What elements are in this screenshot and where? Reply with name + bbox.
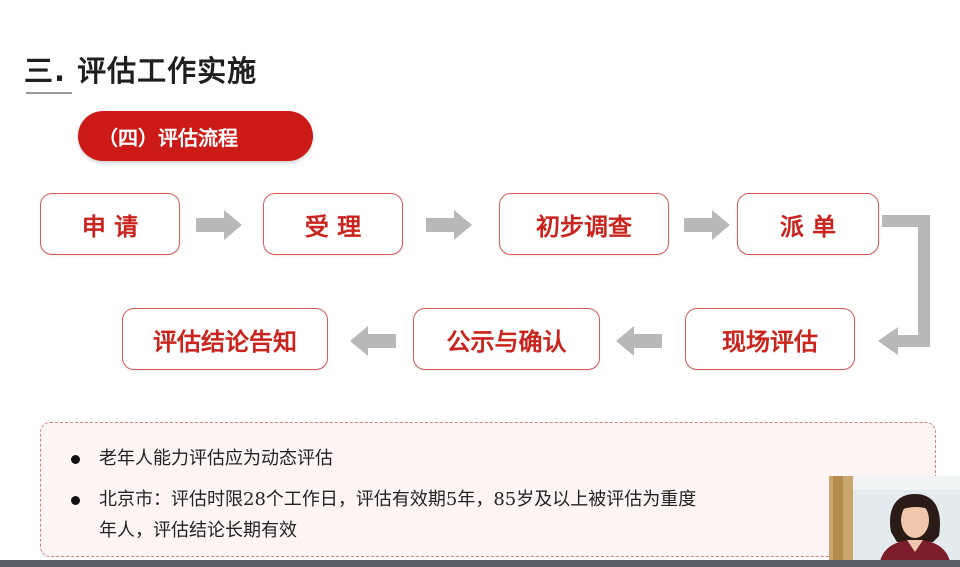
presenter-video-image <box>829 476 960 567</box>
video-progress-bar[interactable] <box>0 560 960 567</box>
step-initial-survey: 初步调查 <box>499 193 669 255</box>
step-apply: 申 请 <box>40 193 180 255</box>
note-text: 老年人能力评估应为动态评估 <box>99 448 333 469</box>
step-publicity-confirmation: 公示与确认 <box>413 308 600 370</box>
page-title: 三. 评估工作实施 <box>24 54 258 88</box>
right-arrow-icon <box>684 210 730 240</box>
bullet-dot-icon <box>71 496 80 505</box>
presenter-webcam <box>829 476 960 567</box>
step-dispatch: 派 单 <box>737 193 879 255</box>
note-text: 北京市：评估时限28个工作日，评估有效期5年，85岁及以上被评估为重度 <box>99 489 697 510</box>
right-arrow-icon <box>196 210 242 240</box>
note-text: 年人，评估结论长期有效 <box>99 520 297 541</box>
title-underline <box>26 92 72 94</box>
elbow-arrow-icon <box>878 215 930 355</box>
step-onsite-assessment: 现场评估 <box>685 308 855 370</box>
section-pill: （四）评估流程 <box>78 111 313 161</box>
step-result-notification: 评估结论告知 <box>122 308 328 370</box>
left-arrow-icon <box>616 326 662 356</box>
notes-box: 老年人能力评估应为动态评估 北京市：评估时限28个工作日，评估有效期5年，85岁… <box>40 422 936 557</box>
bullet-dot-icon <box>71 455 80 464</box>
right-arrow-icon <box>426 210 472 240</box>
step-accept: 受 理 <box>263 193 403 255</box>
left-arrow-icon <box>350 326 396 356</box>
